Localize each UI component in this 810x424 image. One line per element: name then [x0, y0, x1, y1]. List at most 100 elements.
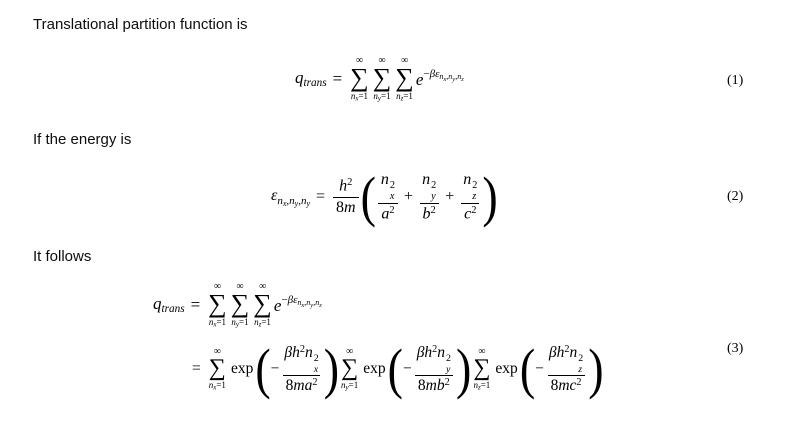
- var-n: n: [373, 90, 378, 101]
- sub-z: z: [319, 302, 322, 309]
- left-paren: (: [387, 337, 403, 400]
- infinity-upper-limit: ∞: [213, 280, 222, 292]
- sub-x: x: [213, 320, 217, 329]
- summation-ny: ∞ ∑ ny=1: [372, 55, 392, 102]
- var-a: a: [381, 205, 390, 223]
- var-n: n: [422, 170, 431, 188]
- equals-one: =1: [216, 316, 227, 327]
- energy-text: If the energy is: [33, 131, 132, 148]
- minus-sign: −: [281, 294, 288, 306]
- var-epsilon: ε: [271, 186, 278, 204]
- sub-y: y: [345, 383, 349, 392]
- var-h: h: [424, 343, 433, 361]
- sigma-icon: ∑: [473, 354, 491, 381]
- comma: ,: [304, 298, 307, 307]
- squared: 2: [564, 343, 570, 355]
- var-n: n: [306, 298, 311, 307]
- equals-one: =1: [348, 379, 359, 390]
- digit-8: 8: [285, 376, 294, 394]
- sub-x: x: [282, 198, 287, 208]
- squared: 2: [431, 180, 437, 192]
- sigma-icon: ∑: [372, 62, 392, 92]
- var-n: n: [439, 72, 444, 81]
- var-beta: β: [287, 294, 294, 306]
- var-n: n: [448, 72, 453, 81]
- right-paren: ): [455, 337, 472, 400]
- var-q: q: [153, 294, 162, 314]
- squared: 2: [432, 343, 438, 355]
- var-n: n: [463, 170, 472, 188]
- lower-limit-nz: nz=1: [473, 380, 490, 392]
- right-paren: ): [482, 165, 498, 228]
- infinity-upper-limit: ∞: [478, 345, 486, 357]
- sigma-icon: ∑: [350, 62, 369, 92]
- sigma-icon: ∑: [253, 288, 272, 318]
- sub-z: z: [477, 383, 481, 392]
- left-paren: (: [360, 165, 376, 228]
- sigma-icon: ∑: [395, 62, 414, 92]
- sub-y: y: [446, 363, 451, 375]
- var-beta: β: [284, 343, 293, 361]
- denominator: 8ma2: [282, 374, 321, 395]
- var-n: n: [300, 194, 307, 207]
- var-h: h: [556, 343, 565, 361]
- denominator: 8mb2: [414, 374, 453, 395]
- exp-label: exp: [495, 360, 518, 377]
- sub-x: x: [389, 191, 395, 203]
- denominator: b2: [419, 202, 439, 224]
- squared: 2: [472, 180, 478, 192]
- equals-one: =1: [239, 316, 249, 327]
- var-n: n: [289, 194, 295, 207]
- denominator: 8m: [333, 196, 359, 218]
- var-beta: β: [429, 68, 436, 80]
- sub-z: z: [258, 320, 262, 329]
- plus-sign: +: [404, 188, 414, 205]
- summation-nx: ∞ ∑ nx=1: [209, 346, 226, 392]
- summation-nz: ∞ ∑ nz=1: [473, 345, 491, 392]
- var-e: e: [273, 296, 282, 315]
- var-n: n: [297, 298, 302, 307]
- squared: 2: [576, 376, 582, 388]
- var-n: n: [380, 170, 389, 188]
- squared: 2: [471, 204, 477, 216]
- sub-z: z: [578, 363, 583, 375]
- sub-x: x: [355, 94, 359, 103]
- summation-ny: ∞ ∑ ny=1: [231, 281, 250, 328]
- var-n: n: [569, 343, 578, 361]
- minus-sign: −: [402, 360, 412, 377]
- exponent: −βεnx,ny,nz: [423, 68, 463, 83]
- summation-nx: ∞ ∑ nx=1: [208, 280, 227, 329]
- left-paren: (: [255, 337, 271, 400]
- var-n: n: [231, 316, 236, 327]
- equals-one: =1: [216, 379, 226, 390]
- var-n: n: [305, 343, 313, 361]
- infinity-upper-limit: ∞: [258, 280, 267, 292]
- squared: 2: [299, 343, 305, 355]
- minus-sign: −: [423, 68, 430, 80]
- squared: 2: [430, 204, 436, 216]
- equals-sign: =: [332, 69, 343, 88]
- var-b: b: [436, 376, 445, 394]
- var-c: c: [569, 376, 577, 394]
- sub-y: y: [310, 302, 314, 309]
- digit-8: 8: [336, 198, 345, 216]
- lower-limit-nx: nx=1: [209, 380, 226, 392]
- minus-sign: −: [270, 360, 280, 377]
- sub-trans: trans: [161, 303, 185, 316]
- squared: 2: [389, 204, 395, 216]
- minus-sign: −: [535, 360, 544, 377]
- squared: 2: [389, 180, 396, 192]
- follows-text: It follows: [33, 248, 92, 265]
- infinity-upper-limit: ∞: [400, 54, 409, 66]
- var-n: n: [277, 194, 283, 207]
- var-n: n: [208, 316, 214, 327]
- squared: 2: [444, 376, 450, 388]
- equals-sign: =: [316, 188, 326, 205]
